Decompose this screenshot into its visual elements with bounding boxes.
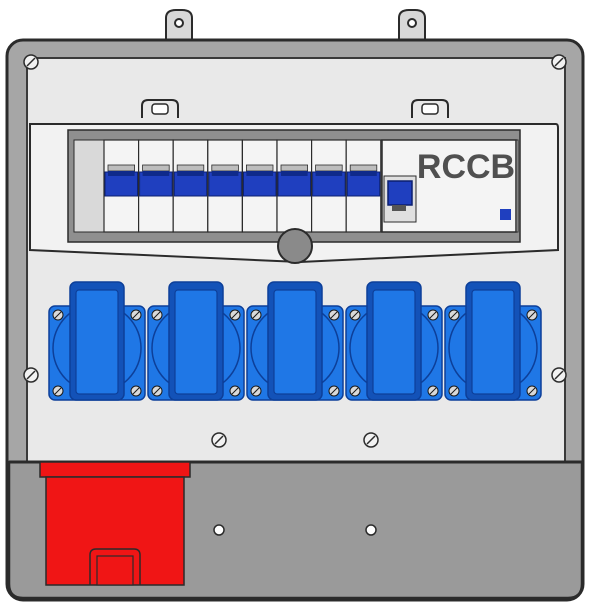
socket-screw-slot xyxy=(429,311,437,319)
socket-lid-face xyxy=(471,289,515,395)
circuit-breaker xyxy=(311,139,347,233)
socket-screw-slot xyxy=(252,311,260,319)
screw-slot xyxy=(554,57,564,67)
socket-screw-slot xyxy=(132,387,140,395)
socket-screw-slot xyxy=(231,387,239,395)
socket-lid-face xyxy=(174,289,218,395)
socket-screw-slot xyxy=(351,387,359,395)
breaker-lever-slot xyxy=(280,164,309,172)
breaker-toggle-top xyxy=(211,171,239,176)
schuko-socket[interactable] xyxy=(48,281,146,401)
breaker-lever-slot xyxy=(142,164,170,172)
breaker-toggle-top xyxy=(315,171,343,176)
screw-slot xyxy=(26,370,36,380)
socket-screw-slot xyxy=(153,311,161,319)
breaker-lever-slot xyxy=(107,164,136,172)
schuko-socket[interactable] xyxy=(246,281,344,401)
breaker-toggle-top xyxy=(350,171,377,176)
schuko-socket[interactable] xyxy=(147,281,245,401)
cee-socket-lid-top xyxy=(39,461,191,478)
socket-screw-slot xyxy=(252,387,260,395)
circuit-breaker xyxy=(207,139,244,233)
rccb-unit: RCCB xyxy=(381,139,517,233)
socket-screw-slot xyxy=(450,387,458,395)
cable-entry-hole-2 xyxy=(365,524,377,536)
screw-slot xyxy=(26,57,36,67)
circuit-breaker xyxy=(138,139,174,233)
schuko-socket[interactable] xyxy=(345,281,443,401)
rccb-test-indicator[interactable] xyxy=(500,209,511,220)
panel-screw xyxy=(23,367,39,383)
panel-screws xyxy=(23,54,567,448)
panel-screw xyxy=(363,432,379,448)
cee-socket-lid xyxy=(45,476,185,586)
circuit-breaker xyxy=(241,139,278,233)
panel-screw xyxy=(551,367,567,383)
circuit-breaker xyxy=(103,139,140,233)
socket-screw-slot xyxy=(132,311,140,319)
socket-screw-slot xyxy=(231,311,239,319)
socket-lid-face xyxy=(273,289,317,395)
cable-entry-hole-1 xyxy=(213,524,225,536)
socket-screw-slot xyxy=(330,387,338,395)
circuit-breakers-group xyxy=(103,139,382,233)
lid-hinges xyxy=(141,99,449,118)
mounting-hole-right xyxy=(407,18,417,28)
mounting-hole-left xyxy=(174,18,184,28)
panel-fastener-knob[interactable] xyxy=(277,228,313,264)
breaker-toggle-top xyxy=(142,171,170,176)
socket-screw-slot xyxy=(330,311,338,319)
screw-slot xyxy=(214,435,224,445)
socket-lid-face xyxy=(75,289,119,395)
socket-screw-slot xyxy=(528,311,536,319)
top-mounting-tabs xyxy=(165,9,426,41)
rccb-toggle[interactable] xyxy=(387,180,413,206)
breaker-toggle-top xyxy=(108,171,135,176)
socket-screw-slot xyxy=(54,311,62,319)
cee-lid-latch xyxy=(89,548,141,585)
socket-screw-slot xyxy=(450,311,458,319)
cee-red-socket[interactable] xyxy=(39,461,191,586)
breaker-toggle-top xyxy=(177,171,204,176)
rccb-lever-base xyxy=(392,205,406,211)
panel-screw xyxy=(23,54,39,70)
circuit-breaker xyxy=(276,139,313,233)
panel-screw xyxy=(211,432,227,448)
rccb-label: RCCB xyxy=(417,148,515,186)
socket-lid-face xyxy=(372,289,416,395)
breaker-toggle-top xyxy=(246,171,273,176)
breaker-lever-slot xyxy=(349,164,378,172)
schuko-sockets-group xyxy=(48,281,542,401)
circuit-breaker xyxy=(172,139,209,233)
screw-slot xyxy=(366,435,376,445)
schuko-socket[interactable] xyxy=(444,281,542,401)
breaker-lever-slot xyxy=(315,164,343,172)
socket-screw-slot xyxy=(153,387,161,395)
socket-screw-slot xyxy=(528,387,536,395)
panel-screw xyxy=(551,54,567,70)
screw-slot xyxy=(554,370,564,380)
breaker-toggle-top xyxy=(281,171,308,176)
socket-screw-slot xyxy=(54,387,62,395)
breaker-lever-slot xyxy=(211,164,239,172)
socket-screw-slot xyxy=(429,387,437,395)
breaker-lever-slot xyxy=(245,164,274,172)
socket-screw-slot xyxy=(351,311,359,319)
breaker-lever-slot xyxy=(176,164,205,172)
circuit-breaker xyxy=(345,139,382,233)
cee-lid-tab xyxy=(96,555,134,586)
